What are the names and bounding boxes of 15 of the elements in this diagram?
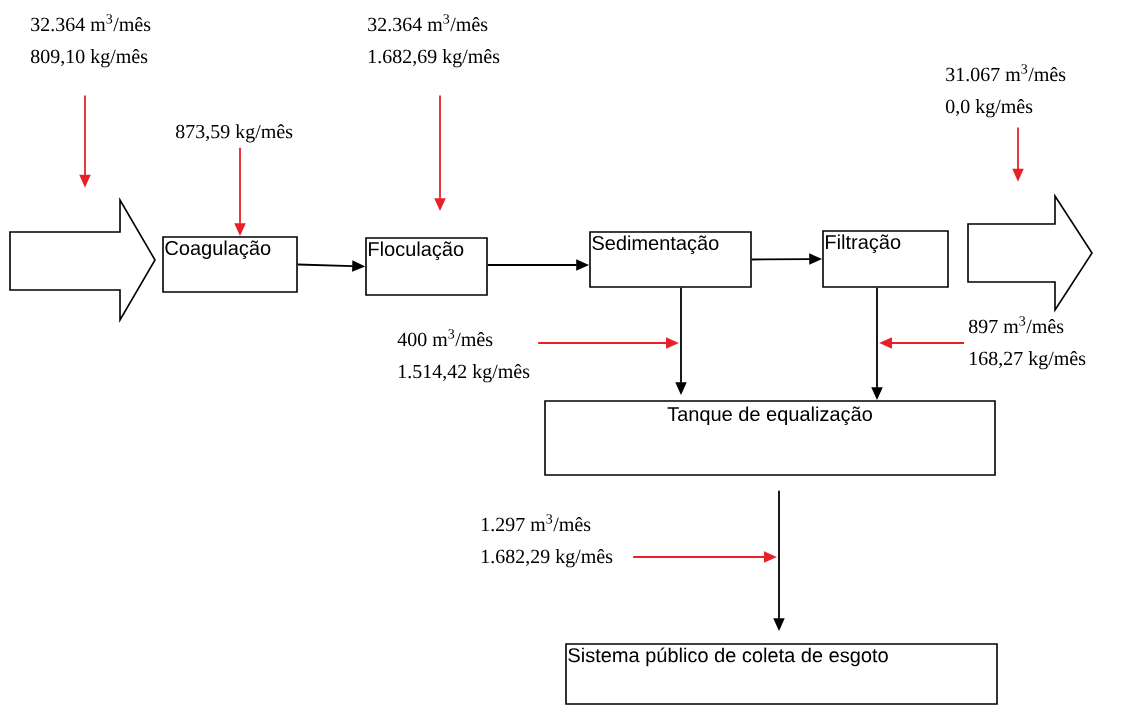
process-box: Tanque de equalização xyxy=(544,400,996,476)
flow-value-label: 31.067 m$^{3}$/mês 0,0 kg/mês xyxy=(945,64,1066,118)
process-box: Floculação xyxy=(365,237,488,296)
flow-value-label: 1.297 m$^{3}$/mês 1.682,29 kg/mês xyxy=(481,514,613,568)
process-box: Sedimentação xyxy=(589,231,752,288)
process-box: Sistema público de coleta de esgoto xyxy=(565,643,998,705)
flow-value-label: 873,59 kg/mês xyxy=(176,124,293,143)
process-box: Filtração xyxy=(822,230,949,288)
flow-value-label: 400 m$^{3}$/mês 1.514,42 kg/mês xyxy=(397,329,530,383)
flow-value-label: 897 m$^{3}$/mês 168,27 kg/mês xyxy=(968,316,1086,370)
block-arrow xyxy=(967,193,1093,313)
block-arrow xyxy=(9,197,156,323)
flow-value-label: 32.364 m$^{3}$/mês 1.682,69 kg/mês xyxy=(368,14,500,68)
flow-value-label: 32.364 m$^{3}$/mês 809,10 kg/mês xyxy=(31,14,151,68)
process-box: Coagulação xyxy=(162,236,298,293)
